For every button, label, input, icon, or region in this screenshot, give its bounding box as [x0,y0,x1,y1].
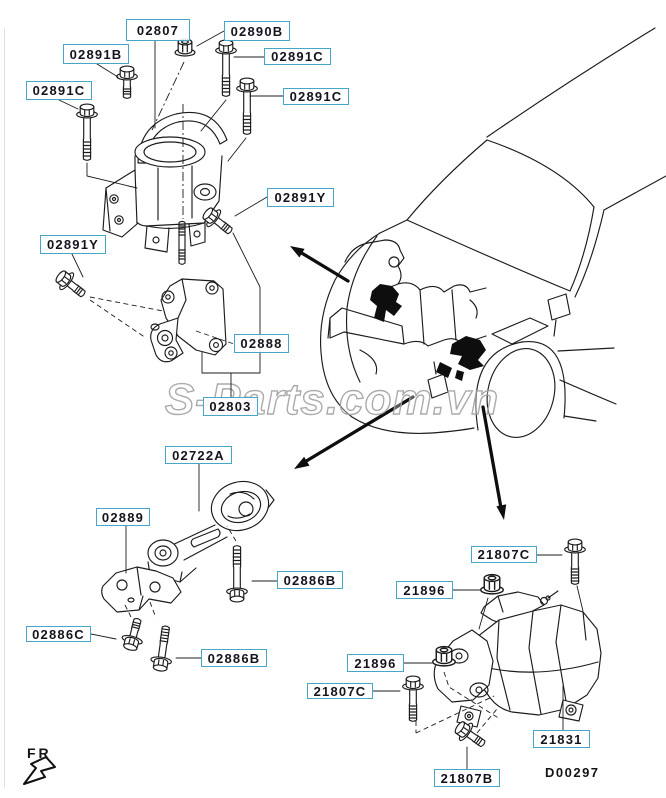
bolt-21807b [450,716,491,754]
part-label-02891c-4[interactable]: 02891C [283,88,349,105]
part-label-02722a-10[interactable]: 02722A [165,446,232,464]
part-label-21807b-20[interactable]: 21807B [434,769,500,787]
part-label-21896-17[interactable]: 21896 [347,654,404,672]
part-label-21831-19[interactable]: 21831 [533,730,590,748]
bolt-02886b-2 [148,624,177,673]
bolt-02891b [116,65,138,99]
bolt-02891c-3 [76,103,98,161]
part-label-02886b-12[interactable]: 02886B [277,571,343,589]
part-label-02886b-14[interactable]: 02886B [201,649,267,667]
part-label-21896-16[interactable]: 21896 [396,581,453,599]
part-label-02890b-1[interactable]: 02890B [224,21,290,41]
callout-arrows [290,246,507,520]
bolt-21807c-1 [564,538,586,585]
part-label-02891c-5[interactable]: 02891C [26,81,92,100]
transmission-mount-drawing [433,590,602,728]
part-label-02886c-13[interactable]: 02886C [26,626,91,642]
bolt-21807c-2 [402,675,424,722]
part-label-02803-9[interactable]: 02803 [203,397,258,416]
assembly-dash-lines [89,61,501,734]
part-label-02891y-7[interactable]: 02891Y [40,235,106,254]
bolt-02891y-2 [51,266,91,304]
bolt-02891c-2 [236,77,258,135]
part-label-02807-0[interactable]: 02807 [126,19,190,41]
fr-direction-arrow [23,756,56,785]
part-label-21807c-18[interactable]: 21807C [307,683,373,699]
part-label-02891c-3[interactable]: 02891C [264,48,331,65]
part-label-21807c-15[interactable]: 21807C [471,546,537,563]
engine-mount-location-marks [370,284,486,381]
torque-rod-bracket-drawing [101,566,182,613]
front-engine-mount-drawing [102,111,228,253]
part-label-02888-8[interactable]: 02888 [234,334,289,353]
part-label-02891y-6[interactable]: 02891Y [267,188,334,207]
bolt-02891c-1 [215,39,237,97]
part-label-02889-11[interactable]: 02889 [96,508,150,526]
fr-direction-label: FR [27,745,52,761]
part-label-02891b-2[interactable]: 02891B [63,44,129,64]
diagram-code: D00297 [545,765,600,780]
bolt-02886c [118,615,149,654]
nut-02890b [174,38,196,57]
scan-edge-artifact [4,28,5,788]
leader-lines [58,30,584,770]
nut-21896-1 [480,573,504,595]
nut-21896-2 [432,645,456,667]
torque-rod-drawing [147,480,275,583]
bolt-02886b-1 [226,545,248,603]
mount-stay-bracket-drawing [150,278,227,363]
